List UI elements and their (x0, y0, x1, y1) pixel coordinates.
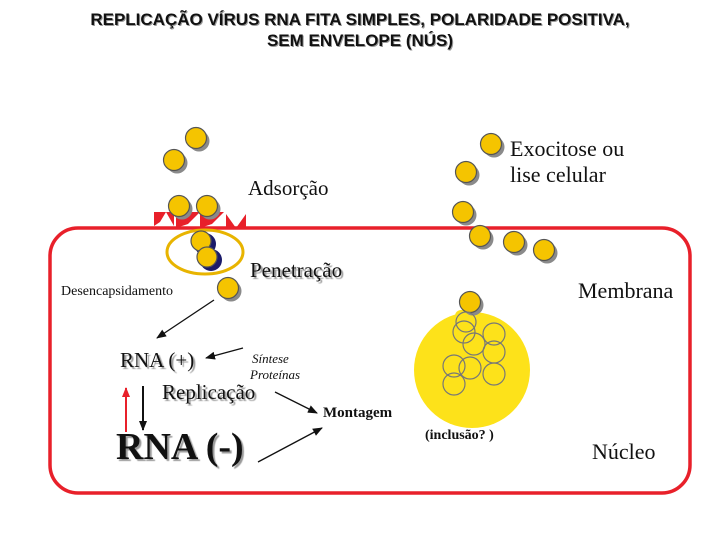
label-adsorcao: Adsorção (248, 176, 329, 200)
process-arrows (122, 299, 323, 463)
label-sintese: Síntese (252, 351, 289, 366)
label-proteinas: Proteínas (250, 367, 301, 382)
label-nucleo: Núcleo (592, 439, 656, 464)
inclusion-body (414, 310, 530, 428)
entering-capsids (190, 230, 222, 271)
cell-membrane (48, 226, 692, 495)
assembling-virions (442, 311, 506, 396)
label-membrana: Membrana (578, 278, 674, 303)
uncoating-ring (165, 228, 245, 276)
label-exocitose-line2: lise celular (510, 162, 606, 187)
label-penetracao: Penetração (250, 258, 343, 282)
label-rna-positivo: RNA (+) (120, 348, 195, 372)
label-replicacao: Replicação (162, 380, 256, 404)
virions (162, 126, 559, 317)
label-rna-negativo: RNA (-) (116, 426, 244, 468)
title-line-1: REPLICAÇÃO VÍRUS RNA FITA SIMPLES, POLAR… (90, 10, 630, 29)
label-desencapsidamento: Desencapsidamento (61, 284, 173, 299)
label-exocitose-line1: Exocitose ou (510, 136, 625, 161)
title-line-2: SEM ENVELOPE (NÚS) (266, 31, 454, 50)
label-inclusao: (inclusão? ) (425, 428, 494, 443)
label-montagem: Montagem (323, 405, 393, 421)
